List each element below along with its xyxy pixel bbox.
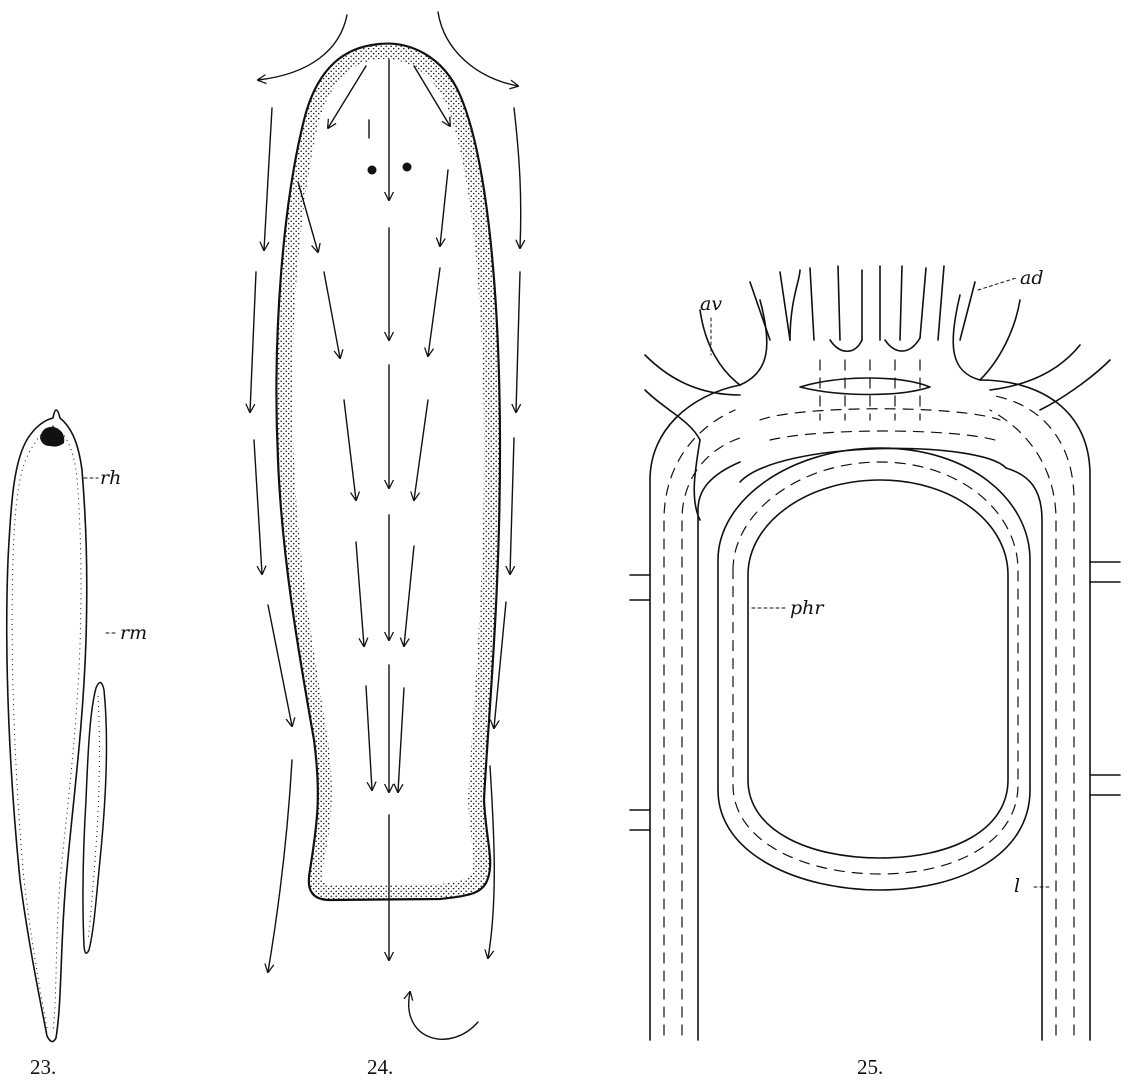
outer-right-arrow-3 [510,438,514,574]
figure-number-23: 23. [30,1055,56,1079]
arc-arrow-right [438,12,518,86]
brain-notch-1 [790,270,800,340]
right-cord-inner [1006,468,1042,1040]
top-fibre-7 [938,266,944,340]
brain-fibres-b [770,431,995,440]
bottom-curl-arrow [409,992,478,1039]
outer-left-arrow-4 [268,605,292,726]
nerve-branch-right-2 [990,345,1080,390]
right-cord-fibres-a [990,410,1056,1035]
rhabdocoel-outline [7,410,87,1042]
top-fibre-1 [750,282,770,340]
label-ad: ad [1020,267,1044,289]
rhabdite-outline [83,682,107,953]
figure-number-24: 24. [367,1055,393,1079]
nerve-branch-left-4 [694,440,700,520]
nerve-branch-left-1 [700,310,740,385]
outer-left-arrow-2 [250,272,256,412]
label-l: l [1014,875,1020,897]
left-stub-lower [630,810,650,830]
outer-right-arrow-1 [514,108,521,248]
left-cord-fibres-b [682,438,740,1035]
outer-left-arrow-5 [268,760,292,972]
pharynx-ring-inner [748,480,1008,858]
right-stub-upper [1090,562,1120,582]
brain-notch-5 [920,268,926,338]
brain-arch-lower [740,448,1006,482]
brain-fibres-c [820,360,920,420]
nerve-branch-right-1 [980,300,1020,380]
outer-left-arrow-3 [254,440,262,574]
figure-23: rh rm 23. [7,410,147,1079]
nerve-fibre-dashes [664,360,1074,1035]
brain-notch-2 [830,340,862,351]
nerve-branch-right-3 [1040,360,1110,410]
eye-spot-icon [40,427,64,447]
figure-24: 24. [250,12,521,1079]
rhabdocoel-inner-stipple [12,426,81,1030]
top-fibre-6 [900,266,902,340]
label-phr: phr [790,597,825,619]
nerve-system-outlines [630,266,1120,1040]
brain-left-lobe [740,300,767,385]
eye-spot-right [403,163,412,172]
brain-notch-3 [885,338,920,351]
left-stub-upper [630,575,650,600]
brain-fibres-a [760,409,1000,420]
brain-right-lobe [953,295,980,380]
top-fibre-8 [960,282,975,340]
ad-leader-line [978,278,1016,290]
label-rm: rm [120,622,147,644]
top-fibre-3 [810,268,814,340]
figure-number-25: 25. [857,1055,883,1079]
label-av: av [700,293,722,315]
ring-fibres-a [733,462,1018,874]
top-fibre-4 [838,266,840,340]
left-cord-fibres-a [664,410,735,1035]
label-leader-lines [711,278,1052,887]
outer-right-arrow-2 [516,272,520,412]
right-stub-lower [1090,775,1120,795]
top-fibre-2 [780,272,790,340]
label-rh: rh [100,467,121,489]
figure-25: av ad phr l 25. [630,266,1120,1079]
eye-spot-left [368,166,377,175]
pharynx-ring-outer [718,448,1030,890]
outer-left-arrow-1 [264,108,272,250]
nerve-branch-left-3 [645,390,700,440]
right-cord-fibres-b [995,396,1074,1035]
